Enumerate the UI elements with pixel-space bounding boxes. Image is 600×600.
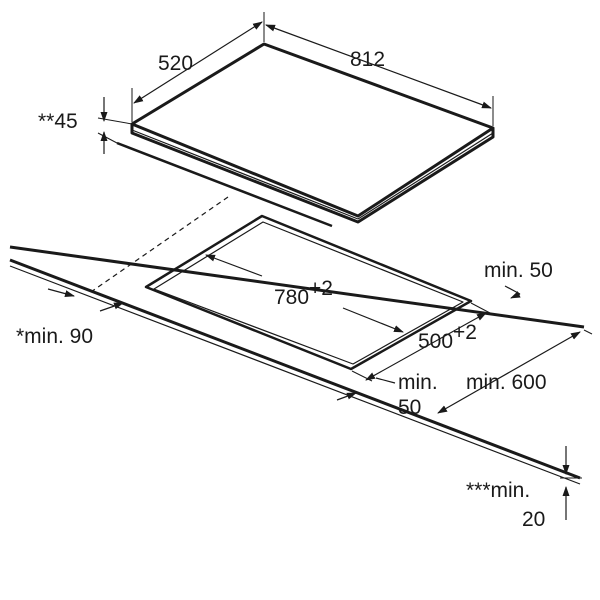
- below-clearance-label-line2: 20: [522, 508, 545, 531]
- cutout-depth-value: 500: [418, 330, 453, 353]
- hob-height-prefix: **: [38, 110, 54, 133]
- below-clearance-dimension: ***min. 20: [466, 446, 582, 531]
- hob-depth-dimension: 520: [131, 12, 265, 122]
- cutout-depth-tolerance: +2: [453, 321, 477, 344]
- front-clearance-label-line2: 50: [398, 396, 421, 419]
- cutout-width-label: 780+2: [274, 277, 333, 309]
- rear-clearance-label: min. 50: [484, 259, 553, 282]
- front-clearance-label-line1: min.: [398, 371, 438, 394]
- hob-height-label: **45: [38, 110, 78, 133]
- front-clearance-dimension: min. 50: [336, 371, 438, 419]
- cutout-outer: [144, 214, 473, 371]
- worktop-front-edge-thin: [9, 265, 581, 485]
- cutout-width-value: 780: [274, 286, 309, 309]
- rear-clearance-dimension: min. 50: [484, 259, 553, 299]
- side-clearance-dimension: *min. 90: [16, 288, 124, 348]
- worktop-back-edge: [9, 245, 585, 329]
- cutout-depth-dimension: 500+2: [351, 302, 491, 382]
- hob-front-edge-thin: [131, 129, 359, 220]
- hob-width-label: 812: [350, 48, 385, 71]
- hob-depth-label: 520: [158, 52, 193, 75]
- hob-height-dimension: **45: [38, 97, 133, 154]
- worktop-depth-label: min. 600: [466, 371, 547, 394]
- hob-projection-dashed-line: [87, 196, 229, 295]
- side-clearance-label: *min. 90: [16, 325, 93, 348]
- worktop-front-edge: [9, 258, 581, 480]
- cutout-drawing: [144, 214, 473, 371]
- cutout-inner: [153, 221, 464, 365]
- worktop-depth-dimension: min. 600: [437, 329, 593, 414]
- worktop-drawing: [9, 196, 585, 485]
- hob-bottom-edge: [116, 141, 333, 228]
- hob-width-dimension: 812: [265, 24, 494, 126]
- cutout-width-tolerance: +2: [309, 277, 333, 300]
- below-clearance-label-line1: ***min.: [466, 479, 530, 502]
- hob-height-value: 45: [54, 110, 77, 133]
- hob-right-edge-thin: [357, 132, 494, 220]
- hob-front-edge: [130, 124, 495, 224]
